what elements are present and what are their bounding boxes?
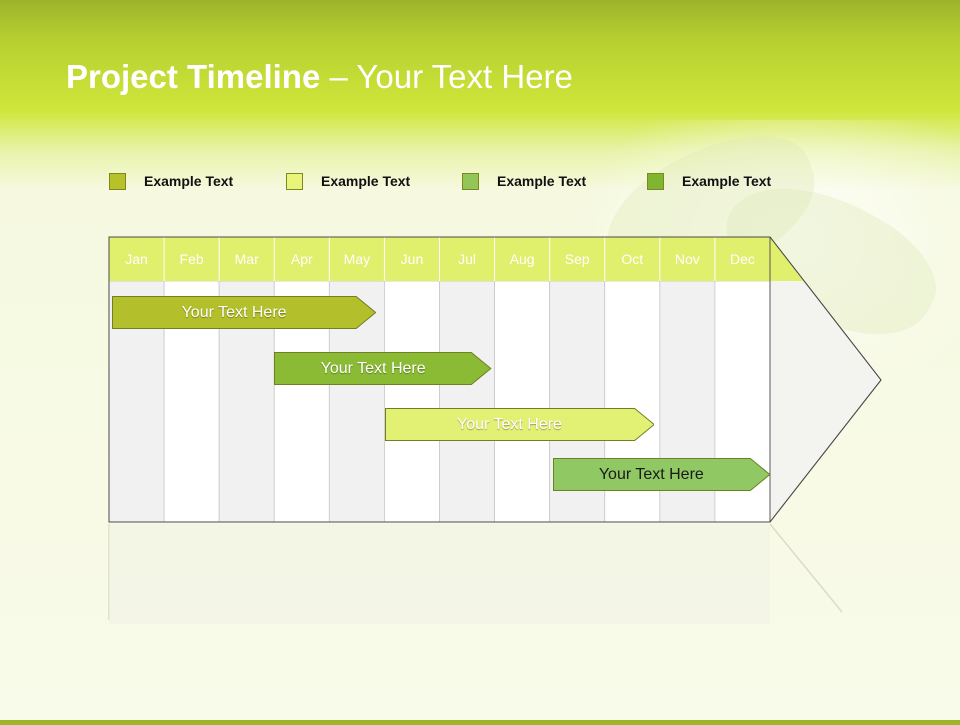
task-label: Your Text Here: [457, 415, 562, 433]
legend-item: Example Text: [109, 170, 233, 192]
slide-title: Project Timeline – Your Text Here: [66, 58, 573, 96]
month-label: Jun: [400, 251, 424, 267]
month-label: Nov: [674, 251, 700, 267]
legend-label: Example Text: [144, 173, 234, 189]
month-column: [439, 280, 495, 523]
legend-swatch: [286, 172, 303, 190]
month-label: Sep: [564, 251, 590, 267]
timeline-outline: [108, 236, 882, 523]
month-label: Aug: [509, 251, 535, 267]
month-label: Mar: [234, 251, 259, 267]
month-label: Apr: [290, 251, 313, 267]
month-label: Feb: [179, 251, 204, 267]
legend-label: Example Text: [321, 173, 411, 189]
legend-label: Example Text: [682, 173, 772, 189]
month-header-band: [109, 237, 805, 281]
legend-item: Example Text: [462, 170, 586, 192]
month-label: Jul: [458, 251, 476, 267]
task-arrow: Your Text Here: [552, 458, 770, 491]
legend-swatch: [109, 172, 126, 190]
legend-label: Example Text: [497, 173, 587, 189]
legend-swatch: [462, 172, 479, 190]
month-label: Jan: [125, 251, 148, 267]
task-arrow: Your Text Here: [112, 296, 377, 329]
task-arrow: Your Text Here: [384, 408, 655, 441]
legend-item: Example Text: [647, 170, 771, 192]
legend-swatch: [647, 172, 664, 190]
month-label: Dec: [729, 251, 755, 267]
task-label: Your Text Here: [181, 303, 287, 321]
title-rest: – Your Text Here: [320, 58, 573, 95]
month-column: [384, 280, 440, 523]
legend-item: Example Text: [286, 170, 410, 192]
timeline-reflection-fill: [109, 524, 770, 624]
task-label: Your Text Here: [320, 359, 426, 377]
task-label: Your Text Here: [598, 465, 704, 483]
month-label: May: [343, 251, 371, 267]
title-bold: Project Timeline: [66, 58, 321, 95]
task-arrow: Your Text Here: [274, 352, 492, 385]
month-column: [494, 280, 551, 523]
month-label: Oct: [621, 251, 644, 267]
